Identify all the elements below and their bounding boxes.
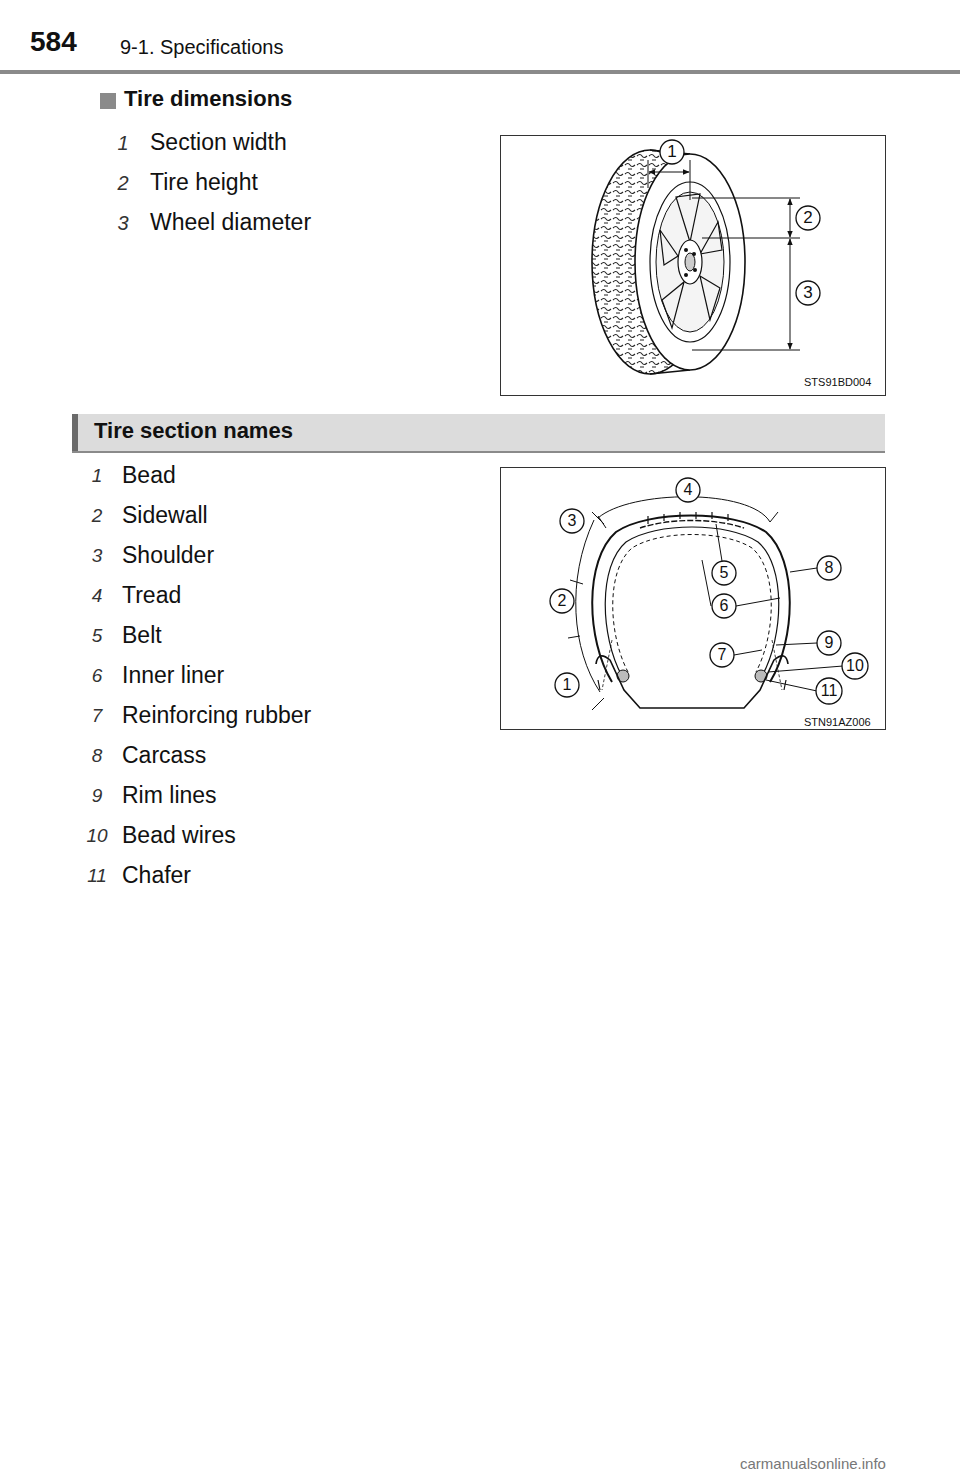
callout-number: 2 <box>92 505 103 527</box>
callout-number: 10 <box>846 657 864 675</box>
list-item: Chafer <box>122 862 191 888</box>
list-item: Shoulder <box>122 542 214 568</box>
list-item: Reinforcing rubber <box>122 702 311 728</box>
tire-illustration <box>592 150 745 374</box>
callout-number: 3 <box>117 212 128 235</box>
list-item: Bead <box>122 462 176 488</box>
callout-number: 6 <box>720 597 729 615</box>
callout-circle <box>676 478 700 502</box>
callout-circle <box>817 556 841 580</box>
figure-code: STS91BD004 <box>804 376 871 389</box>
page-number: 584 <box>30 26 77 58</box>
callout-number: 2 <box>803 208 812 228</box>
chapter-title: 9-1. Specifications <box>120 36 283 59</box>
callout-number: 7 <box>718 646 727 664</box>
header-rule <box>0 70 960 74</box>
callout-circles <box>550 140 868 704</box>
callout-number: 1 <box>667 142 676 162</box>
list-item: Belt <box>122 622 162 648</box>
section-bar <box>72 414 885 452</box>
callout-number: 5 <box>720 564 729 582</box>
callout-number: 9 <box>92 785 103 807</box>
figure-frame <box>501 136 886 396</box>
list-item: Tire height <box>150 169 258 195</box>
tire-cross-section <box>592 512 790 708</box>
callout-circle <box>555 673 579 697</box>
list-item: Section width <box>150 129 287 155</box>
callout-number: 4 <box>92 585 103 607</box>
leader-lines <box>702 524 843 691</box>
callout-number: 8 <box>92 745 103 767</box>
dimension-arcs <box>568 497 778 710</box>
list-item: Tread <box>122 582 181 608</box>
callout-number: 8 <box>825 559 834 577</box>
list-item: Inner liner <box>122 662 224 688</box>
callout-number: 2 <box>558 592 567 610</box>
section-bar-rule <box>72 451 885 453</box>
callout-number: 1 <box>563 676 572 694</box>
subsection-heading: Tire dimensions <box>124 86 292 111</box>
callout-circle <box>560 509 584 533</box>
list-item: Wheel diameter <box>150 209 311 235</box>
callout-number: 2 <box>117 172 128 195</box>
section-heading: Tire section names <box>94 418 293 443</box>
figure-frame <box>501 468 886 730</box>
callout-number: 1 <box>92 465 103 487</box>
callout-number: 6 <box>92 665 103 687</box>
callout-circle <box>842 653 868 679</box>
list-item: Bead wires <box>122 822 236 848</box>
callout-circle <box>550 589 574 613</box>
callout-circle <box>816 678 842 704</box>
callout-number: 3 <box>803 283 812 303</box>
callout-number: 4 <box>684 481 693 499</box>
callout-circle <box>660 140 684 164</box>
bullet-square <box>100 93 116 109</box>
callout-circle <box>712 594 736 618</box>
callout-circle <box>712 561 736 585</box>
dimension-lines <box>648 160 800 350</box>
section-bar-edge <box>72 414 78 452</box>
callout-number: 1 <box>117 132 128 155</box>
callout-circle <box>796 281 820 305</box>
figure-code: STN91AZ006 <box>804 716 871 729</box>
callout-number: 7 <box>92 705 103 727</box>
callout-number: 11 <box>87 865 107 887</box>
callout-number: 9 <box>825 634 834 652</box>
callout-number: 11 <box>821 682 838 700</box>
callout-number: 3 <box>568 512 577 530</box>
callout-circle <box>817 631 841 655</box>
callout-circle <box>710 643 734 667</box>
callout-number: 10 <box>86 825 107 847</box>
list-item: Sidewall <box>122 502 208 528</box>
callout-number: 5 <box>92 625 103 647</box>
watermark: carmanualsonline.info <box>740 1455 886 1472</box>
callout-circle <box>796 206 820 230</box>
callout-number: 3 <box>92 545 103 567</box>
list-item: Rim lines <box>122 782 217 808</box>
list-item: Carcass <box>122 742 206 768</box>
